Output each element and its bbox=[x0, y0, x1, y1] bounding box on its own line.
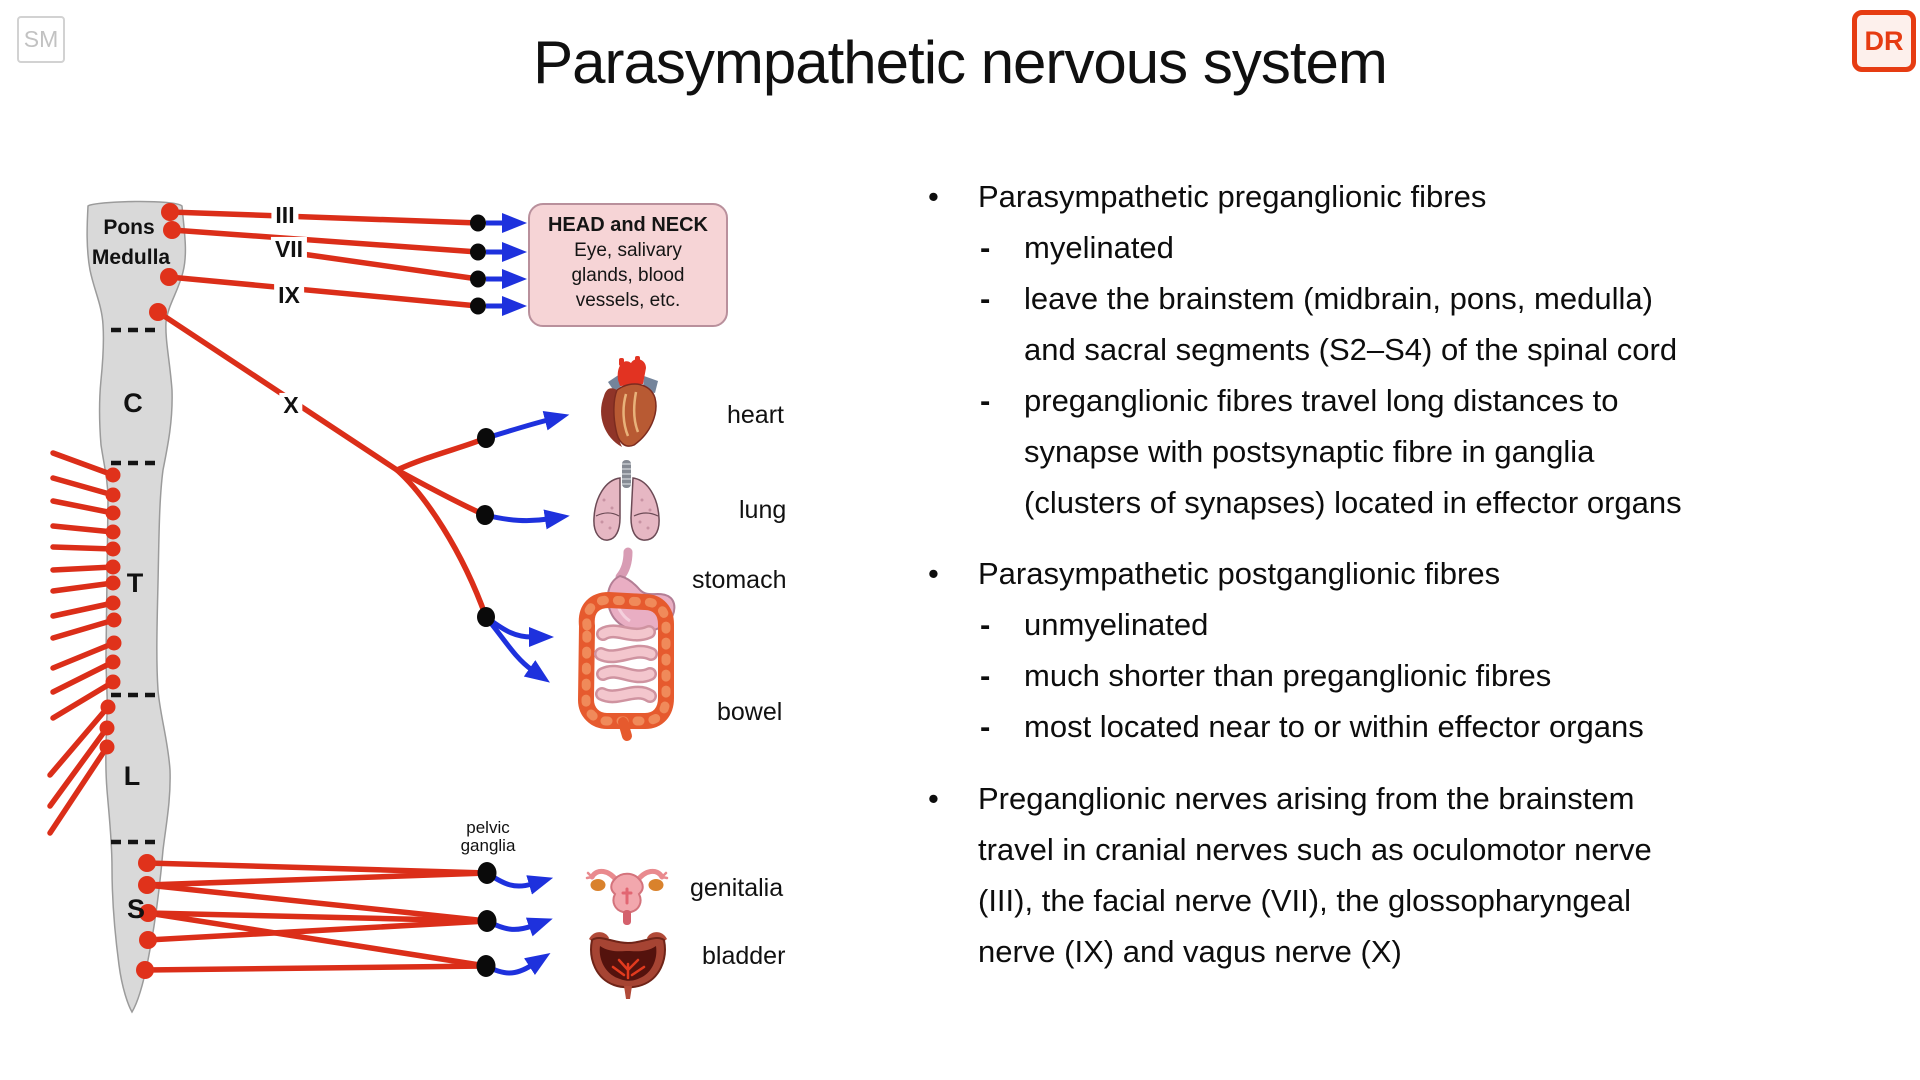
bullet-text: synapse with postsynaptic fibre in gangl… bbox=[1024, 434, 1595, 469]
continuation-line: (clusters of synapses) located in effect… bbox=[910, 477, 1920, 529]
label-organ-lung: lung bbox=[739, 495, 787, 524]
bullet-text: unmyelinated bbox=[1024, 607, 1209, 642]
label-segment-c: C bbox=[123, 387, 143, 418]
bullet-marker: • bbox=[928, 179, 939, 214]
bullet-text: Parasympathetic postganglionic fibres bbox=[978, 556, 1501, 591]
label-nerve-vii: VII bbox=[270, 237, 308, 261]
dash-marker: - bbox=[980, 281, 991, 316]
label-nerve-iii: III bbox=[271, 203, 299, 227]
genitalia-illustration bbox=[585, 868, 669, 925]
label-nerve-ix: IX bbox=[274, 283, 304, 307]
postganglionic-arrows bbox=[484, 213, 570, 976]
head-and-neck-box: HEAD and NECK Eye, salivary glands, bloo… bbox=[528, 203, 728, 327]
spinal-cord-shape bbox=[86, 200, 187, 1014]
label-segment-t: T bbox=[126, 567, 144, 598]
label-segment-s: S bbox=[126, 893, 146, 924]
bullet-text: Parasympathetic preganglionic fibres bbox=[978, 179, 1487, 214]
page-title: Parasympathetic nervous system bbox=[533, 29, 1388, 96]
label-medulla: Medulla bbox=[91, 245, 171, 269]
segment-dividers bbox=[111, 327, 158, 845]
dr-logo-badge: DR bbox=[1852, 10, 1916, 72]
dash-marker: - bbox=[980, 607, 991, 642]
bullet-line: • Preganglionic nerves arising from the b… bbox=[910, 773, 1920, 825]
label-nerve-x: X bbox=[279, 393, 303, 417]
bullet-line: • Parasympathetic preganglionic fibres bbox=[910, 171, 1920, 223]
label-pons: Pons bbox=[103, 215, 155, 239]
head-and-neck-line: Eye, salivary bbox=[574, 240, 682, 261]
sub-bullet-line: -unmyelinated bbox=[910, 599, 1920, 651]
bullet-text: myelinated bbox=[1024, 230, 1174, 265]
dash-marker: - bbox=[980, 709, 991, 744]
heart-illustration bbox=[601, 356, 658, 447]
head-and-neck-line: glands, blood bbox=[571, 265, 685, 286]
label-segment-l: L bbox=[123, 760, 141, 791]
sm-watermark-badge: SM bbox=[17, 16, 65, 63]
dash-marker: - bbox=[980, 383, 991, 418]
bullet-text-column: •Parasympathetic preganglionic fibres-my… bbox=[910, 0, 1920, 1080]
bullet-text: nerve (IX) and vagus nerve (X) bbox=[978, 934, 1402, 969]
dash-marker: - bbox=[980, 230, 991, 265]
bullet-text: leave the brainstem (midbrain, pons, med… bbox=[1024, 281, 1653, 316]
bullet-marker: • bbox=[928, 556, 939, 591]
continuation-line: synapse with postsynaptic fibre in gangl… bbox=[910, 426, 1920, 478]
sub-bullet-line: -leave the brainstem (midbrain, pons, me… bbox=[910, 273, 1920, 325]
label-pelvic-ganglia: pelvic ganglia bbox=[460, 818, 516, 855]
bullet-marker: • bbox=[928, 781, 939, 816]
sub-bullet-line: -myelinated bbox=[910, 222, 1920, 274]
dr-logo-text: DR bbox=[1864, 25, 1904, 56]
sub-bullet-line: -much shorter than preganglionic fibres bbox=[910, 650, 1920, 702]
sub-bullet-line: -preganglionic fibres travel long distan… bbox=[910, 375, 1920, 427]
dash-marker: - bbox=[980, 658, 991, 693]
continuation-line: and sacral segments (S2–S4) of the spina… bbox=[910, 324, 1920, 376]
bullet-text: (clusters of synapses) located in effect… bbox=[1024, 485, 1682, 520]
bullet-text: much shorter than preganglionic fibres bbox=[1024, 658, 1552, 693]
label-organ-genitalia: genitalia bbox=[690, 873, 784, 902]
continuation-line: travel in cranial nerves such as oculomo… bbox=[910, 824, 1920, 876]
preganglionic-origin-dots bbox=[99, 203, 181, 979]
bowel-illustration bbox=[578, 592, 674, 741]
bladder-illustration bbox=[589, 932, 667, 999]
preganglionic-fibres bbox=[47, 209, 490, 973]
bullet-line: • Parasympathetic postganglionic fibres bbox=[910, 548, 1920, 600]
head-and-neck-title: HEAD and NECK bbox=[547, 214, 708, 236]
head-and-neck-line: vessels, etc. bbox=[575, 290, 681, 311]
sm-watermark-text: SM bbox=[23, 26, 59, 52]
bullet-text: most located near to or within effector … bbox=[1024, 709, 1644, 744]
label-organ-bladder: bladder bbox=[702, 941, 786, 970]
ganglion-dots bbox=[470, 214, 497, 977]
label-organ-stomach: stomach bbox=[692, 565, 787, 594]
bullet-text: preganglionic fibres travel long distanc… bbox=[1024, 383, 1619, 418]
sub-bullet-line: -most located near to or within effector… bbox=[910, 701, 1920, 753]
bullet-text: and sacral segments (S2–S4) of the spina… bbox=[1024, 332, 1678, 367]
label-organ-heart: heart bbox=[727, 400, 784, 429]
continuation-line: nerve (IX) and vagus nerve (X) bbox=[910, 926, 1920, 978]
label-organ-bowel: bowel bbox=[717, 697, 783, 726]
bullet-text: Preganglionic nerves arising from the br… bbox=[978, 781, 1635, 816]
bullet-text: (III), the facial nerve (VII), the gloss… bbox=[978, 883, 1632, 918]
bullet-text: travel in cranial nerves such as oculomo… bbox=[978, 832, 1652, 867]
continuation-line: (III), the facial nerve (VII), the gloss… bbox=[910, 875, 1920, 927]
lung-illustration bbox=[593, 460, 660, 541]
